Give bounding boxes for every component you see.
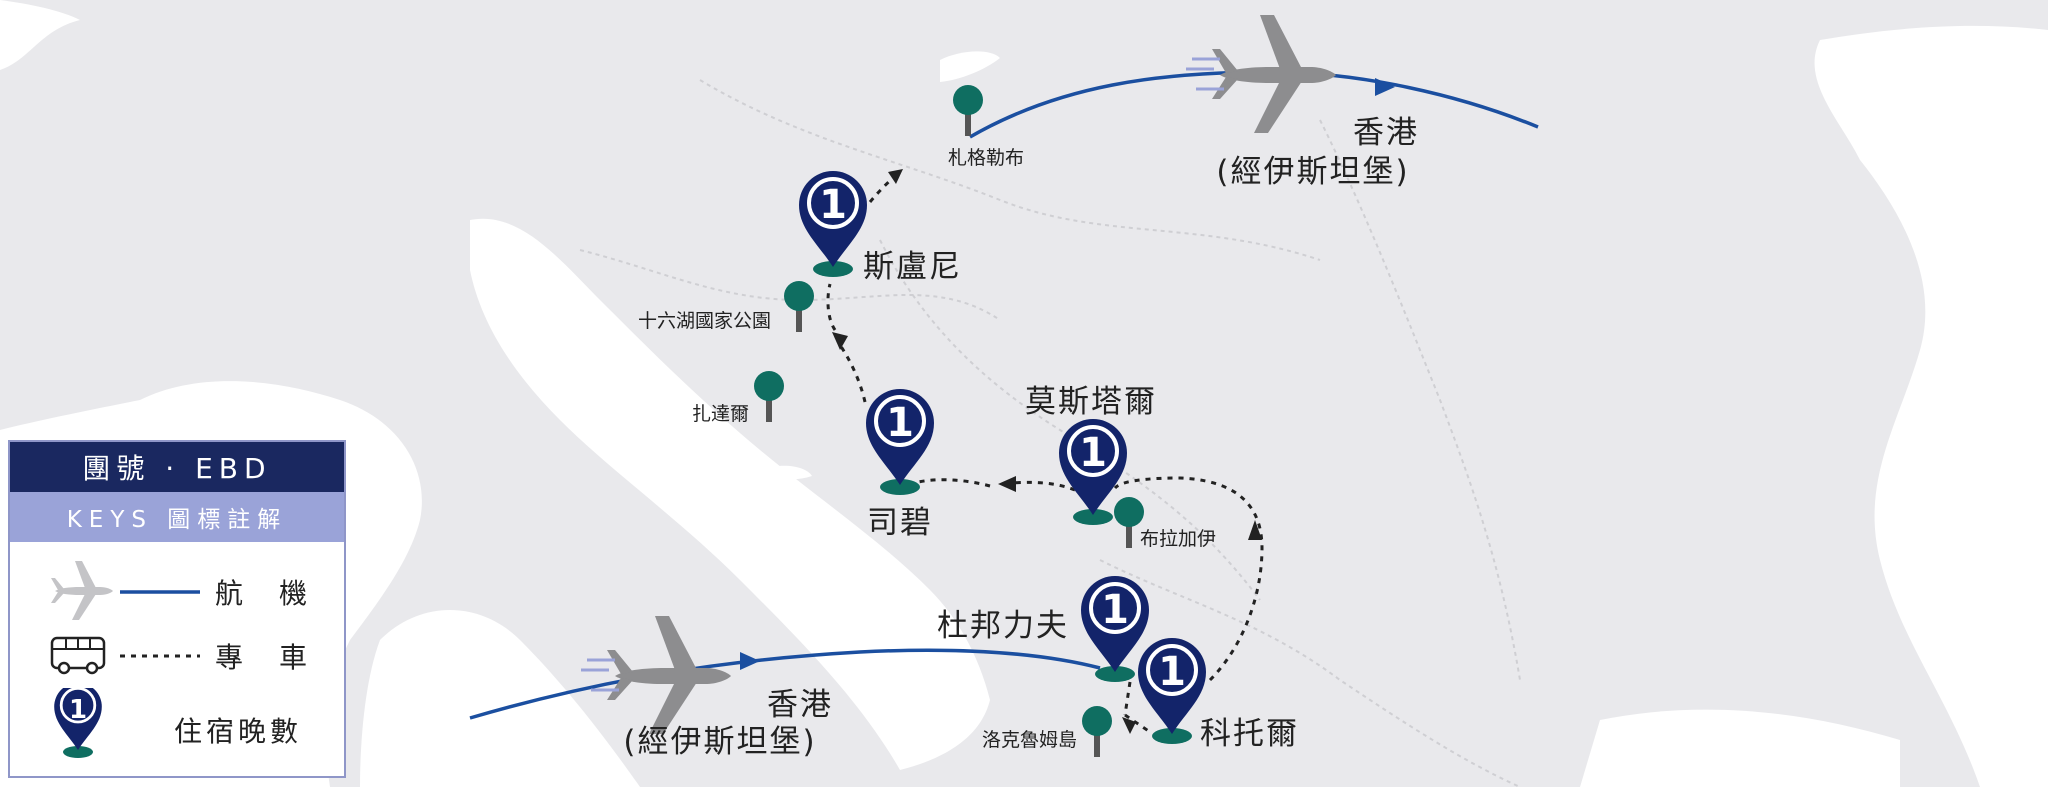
bus-icon: [50, 636, 200, 675]
stop-marker-lokrum: [1082, 706, 1112, 757]
stop-label-zagreb: 札格勒布: [948, 147, 1024, 169]
stop-marker-zadar: [754, 371, 784, 422]
stop-marker-plitvice: [784, 281, 814, 332]
legend-tour-code: 團號 · EBD: [10, 442, 344, 492]
stop-label-zadar: 扎達爾: [692, 403, 749, 425]
flight-arrow: [1375, 78, 1395, 96]
city-label-dubrovnik: 杜邦力夫: [937, 608, 1069, 644]
legend-nights-label: 住宿晚數: [174, 715, 303, 748]
city-label-mostar: 莫斯塔爾: [1025, 384, 1157, 420]
svg-text:1: 1: [1101, 587, 1129, 633]
legend-row-flight: 航 機: [10, 560, 344, 620]
city-label-kotor: 科托爾: [1200, 716, 1299, 752]
flight-arrow: [740, 652, 760, 670]
pin-slunj: 1: [797, 169, 869, 277]
city-label-hk-dest: 香港: [1353, 115, 1419, 151]
city-label-split: 司碧: [867, 505, 933, 541]
pin-kotor: 1: [1136, 636, 1208, 744]
svg-text:1: 1: [886, 400, 914, 446]
city-label-hk-dest-sub: (經伊斯坦堡): [1216, 154, 1409, 190]
stop-marker-zagreb: [953, 85, 983, 136]
city-label-hk-origin-sub: (經伊斯坦堡): [623, 724, 816, 760]
city-label-slunj: 斯盧尼: [863, 249, 962, 285]
stop-label-plitvice: 十六湖國家公園: [638, 310, 771, 332]
legend-title: KEYS 圖標註解: [10, 492, 344, 542]
plane-icon: [579, 614, 733, 736]
legend-row-nights: 1 住宿晚數: [10, 688, 344, 768]
pin-mostar: 1: [1057, 417, 1129, 525]
legend-panel: 團號 · EBD KEYS 圖標註解 航 機: [8, 440, 346, 778]
bus-route-arrows: [832, 169, 1262, 734]
city-label-hk-origin: 香港: [767, 687, 833, 723]
pin-dubrovnik: 1: [1079, 574, 1151, 682]
svg-text:1: 1: [1158, 649, 1186, 695]
legend-bus-label: 專 車: [215, 641, 312, 674]
svg-text:1: 1: [1079, 430, 1107, 476]
flight-route-inbound: [469, 648, 1101, 720]
svg-text:1: 1: [819, 182, 847, 228]
plane-icon: [51, 561, 200, 620]
svg-text:1: 1: [69, 695, 87, 725]
stop-label-sarajevo: 布拉加伊: [1140, 528, 1216, 550]
pin-split: 1: [864, 387, 936, 495]
legend-row-bus: 專 車: [10, 624, 344, 684]
legend-flight-label: 航 機: [215, 577, 312, 610]
stop-label-lokrum: 洛克魯姆島: [982, 729, 1077, 751]
location-pin-icon: 1: [54, 688, 102, 758]
